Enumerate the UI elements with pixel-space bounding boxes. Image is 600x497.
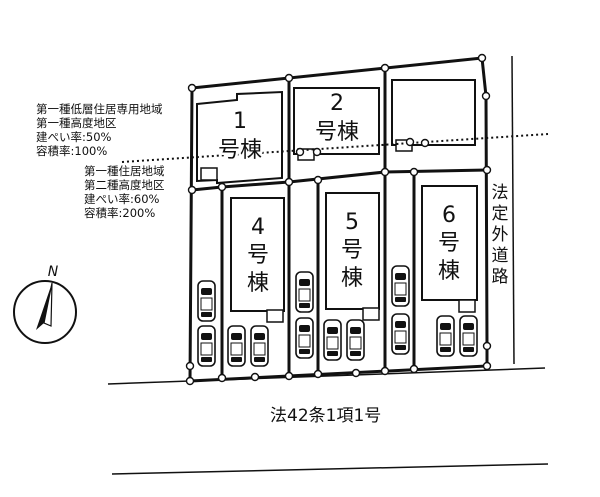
boundary-marker: [185, 376, 195, 386]
boundary-marker: [477, 53, 487, 63]
parked-car: [346, 319, 365, 361]
boundary-marker: [250, 372, 260, 382]
boundary-marker: [217, 373, 227, 383]
boundary-marker: [351, 368, 361, 378]
zoning-upper-line-2: 第一種高度地区: [36, 116, 117, 130]
road-label-bottom: 法42条1項1号: [270, 406, 381, 426]
north-label: N: [48, 264, 59, 280]
parked-car: [227, 325, 246, 367]
road-label-right: 法 定 外 道 路: [492, 183, 509, 287]
boundary-marker: [409, 167, 419, 177]
svg-text:4: 4: [251, 215, 265, 240]
lot-label-6: 6 号 棟: [438, 203, 460, 284]
parked-car: [250, 325, 269, 367]
north-arrow-compass: N: [13, 264, 77, 344]
boundary-marker: [380, 63, 390, 73]
svg-text:5: 5: [345, 210, 359, 235]
road-edge-right: [511, 55, 515, 365]
svg-text:法: 法: [492, 183, 509, 203]
boundary-marker: [482, 165, 492, 175]
building-lot-3: [391, 79, 476, 146]
parked-car: [391, 313, 410, 355]
parked-car: [323, 319, 342, 361]
building-lot-6: [421, 185, 478, 301]
boundary-marker: [312, 147, 322, 157]
boundary-marker: [380, 366, 390, 376]
boundary-markers: [185, 53, 492, 386]
road-edge-bottom-upper: [107, 367, 546, 385]
zoning-upper-line-1: 第一種低層住居専用地域: [36, 102, 163, 116]
boundary-marker: [482, 361, 492, 371]
boundary-marker: [295, 147, 305, 157]
svg-text:号: 号: [341, 238, 363, 263]
lot-label-2: 2 号棟: [315, 91, 359, 145]
zoning-lower-line-4: 容積率:200%: [84, 206, 155, 220]
lot-label-1: 1 号棟: [215, 109, 264, 166]
zoning-lower-line-3: 建ぺい率:60%: [84, 192, 160, 206]
svg-text:1: 1: [233, 109, 247, 134]
svg-text:号: 号: [247, 243, 269, 268]
boundary-marker: [284, 177, 294, 187]
boundary-marker: [420, 138, 430, 148]
parked-car: [436, 315, 455, 357]
compass-circle: [13, 280, 77, 344]
zoning-upper-line-3: 建ぺい率:50%: [36, 130, 112, 144]
parked-car: [295, 317, 314, 359]
svg-text:棟: 棟: [247, 271, 269, 296]
building-lot-5: [325, 192, 380, 310]
north-arrow-icon: [36, 283, 52, 330]
boundary-marker: [185, 361, 195, 371]
lot-label-5: 5 号 棟: [341, 210, 363, 291]
svg-text:号: 号: [438, 231, 460, 256]
boundary-marker: [187, 83, 197, 93]
boundary-marker: [482, 341, 492, 351]
boundary-marker: [380, 167, 390, 177]
svg-text:外: 外: [492, 225, 509, 245]
zoning-boundary-line: [121, 133, 549, 163]
boundary-marker: [313, 369, 323, 379]
svg-text:棟: 棟: [438, 259, 460, 284]
svg-text:号棟: 号棟: [218, 138, 262, 163]
parked-car: [459, 315, 478, 357]
parked-car: [391, 265, 410, 307]
road-edge-bottom-lower: [111, 463, 549, 475]
zoning-lower-line-1: 第一種住居地域: [84, 164, 165, 178]
svg-text:定: 定: [492, 204, 509, 224]
parked-car: [295, 271, 314, 313]
boundary-marker: [284, 73, 294, 83]
building-lot-2: [293, 87, 380, 155]
boundary-marker: [313, 175, 323, 185]
boundary-marker: [284, 371, 294, 381]
parking-spaces: [197, 265, 478, 367]
svg-text:6: 6: [442, 203, 456, 228]
lot-divisions: [191, 68, 488, 378]
parked-car: [197, 280, 216, 322]
boundary-marker: [405, 137, 415, 147]
svg-text:棟: 棟: [341, 266, 363, 291]
parked-car: [197, 325, 216, 367]
svg-text:路: 路: [492, 267, 509, 287]
boundary-marker: [481, 91, 491, 101]
svg-text:2: 2: [330, 91, 344, 116]
entrance-marks: [200, 139, 476, 323]
boundary-marker: [217, 182, 227, 192]
lot-label-4: 4 号 棟: [247, 215, 269, 296]
boundary-marker: [187, 185, 197, 195]
svg-text:道: 道: [492, 246, 509, 266]
svg-text:号棟: 号棟: [315, 120, 359, 145]
building-lot-4: [230, 197, 285, 312]
zoning-upper-line-4: 容積率:100%: [36, 144, 107, 158]
boundary-marker: [409, 364, 419, 374]
zoning-lower-line-2: 第二種高度地区: [84, 178, 165, 192]
